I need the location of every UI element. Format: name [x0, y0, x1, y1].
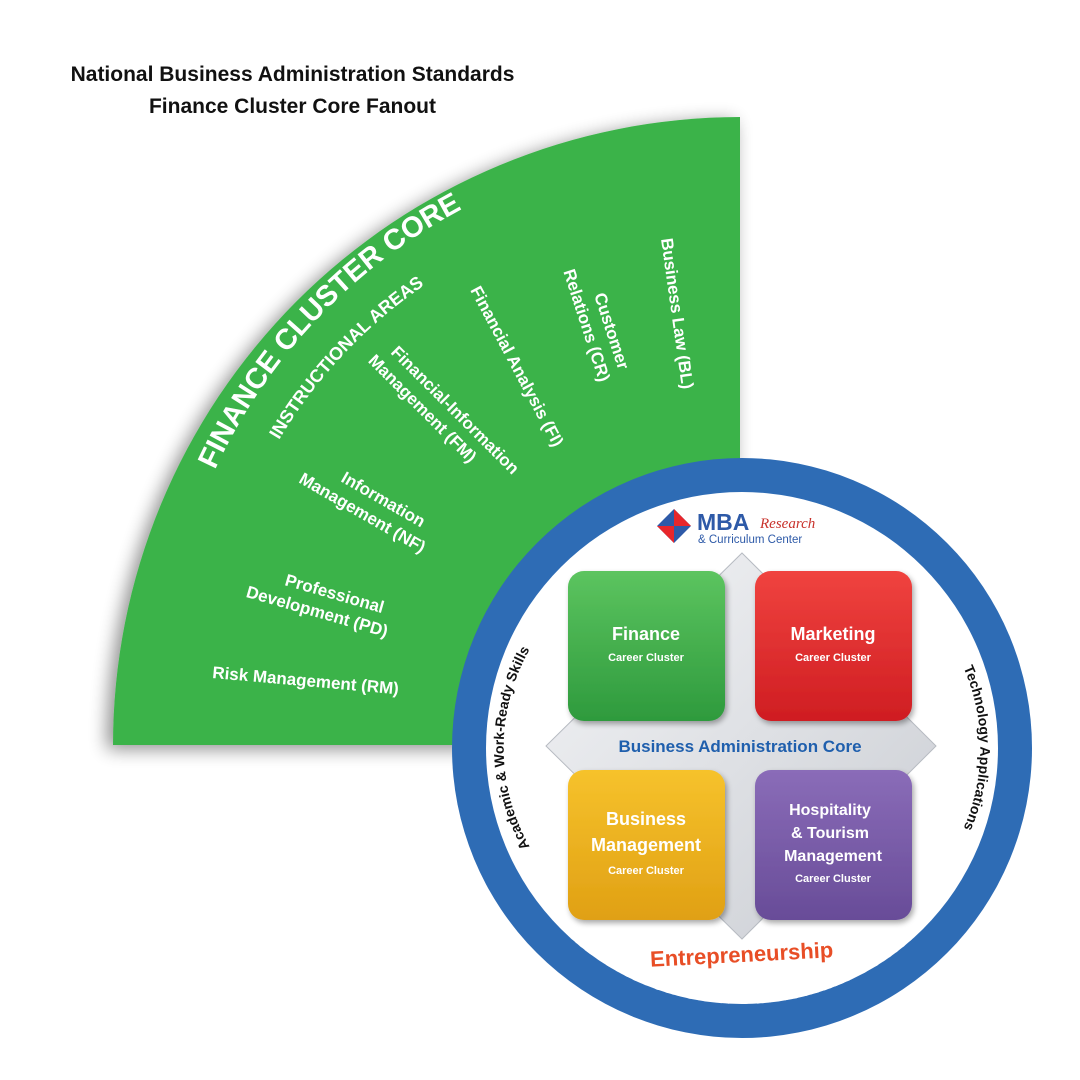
business-management-cluster-box	[568, 770, 725, 920]
marketing-cluster-box	[755, 571, 912, 721]
standards-wheel: National Business Administration Standar…	[452, 458, 1032, 1038]
hospitality-subtitle: Career Cluster	[795, 873, 872, 885]
logo-word: Research	[759, 516, 815, 532]
marketing-cluster-title: Marketing	[790, 624, 875, 644]
page-title-line2: Finance Cluster Core Fanout	[148, 95, 437, 118]
hospitality-title-line3: Management	[784, 848, 882, 865]
hospitality-title-line2: & Tourism	[791, 825, 869, 842]
core-label: Business Administration Core	[618, 737, 861, 756]
finance-cluster-box	[568, 571, 725, 721]
logo-mark: MBA	[697, 509, 749, 535]
marketing-cluster-subtitle: Career Cluster	[795, 652, 872, 664]
business-management-title-line1: Business	[606, 809, 686, 829]
mba-logo: MBA Research & Curriculum Center	[657, 509, 815, 546]
finance-cluster-title: Finance	[612, 624, 680, 644]
logo-diamond-icon	[657, 509, 691, 543]
logo-subtitle: & Curriculum Center	[698, 534, 802, 546]
business-management-subtitle: Career Cluster	[608, 865, 685, 877]
page-title-line1: National Business Administration Standar…	[70, 63, 515, 86]
business-management-title-line2: Management	[591, 835, 701, 855]
hospitality-title-line1: Hospitality	[789, 802, 871, 819]
hospitality-cluster-box	[755, 770, 912, 920]
finance-cluster-subtitle: Career Cluster	[608, 652, 685, 664]
